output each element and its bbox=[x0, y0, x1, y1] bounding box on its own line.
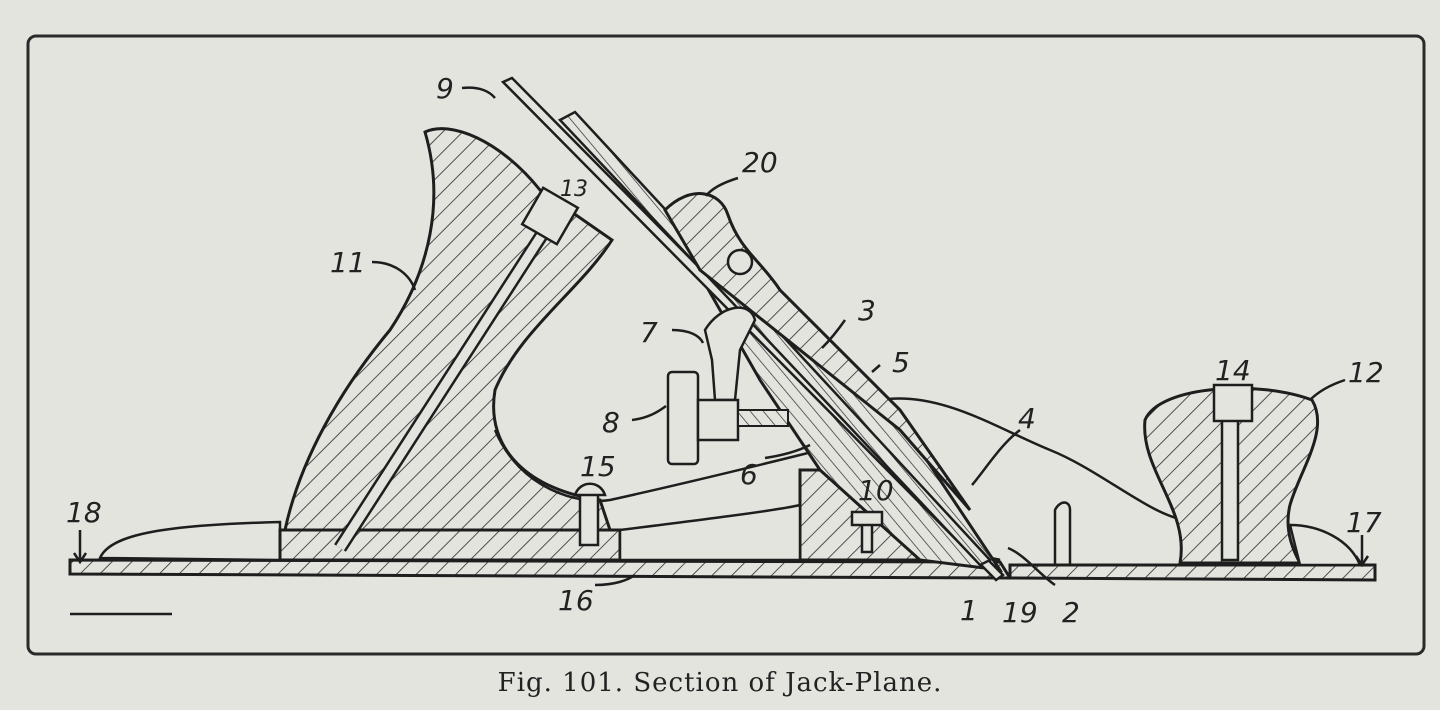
label-6: 6 bbox=[740, 458, 758, 491]
screw-10 bbox=[850, 510, 884, 554]
label-8: 8 bbox=[602, 406, 620, 439]
figure-border bbox=[26, 34, 1426, 656]
sole-upright bbox=[1053, 501, 1072, 565]
label-10: 10 bbox=[858, 474, 894, 507]
screw-15 bbox=[573, 482, 607, 547]
label-5: 5 bbox=[892, 346, 910, 379]
label-20: 20 bbox=[742, 146, 778, 179]
label-16: 16 bbox=[558, 584, 594, 617]
label-9: 9 bbox=[436, 72, 454, 105]
label-4: 4 bbox=[1018, 402, 1036, 435]
handle-nut bbox=[520, 186, 580, 246]
frame-middle bbox=[618, 503, 802, 562]
lever-cap-screw bbox=[726, 248, 754, 276]
frame-front-curve bbox=[493, 429, 821, 503]
label-1: 1 bbox=[960, 594, 978, 627]
label-13: 13 bbox=[560, 177, 588, 202]
adjusting-nut bbox=[666, 370, 700, 466]
label-15: 15 bbox=[580, 450, 616, 483]
part-labels: 9 20 13 11 3 7 5 14 12 8 4 6 15 10 18 17… bbox=[66, 72, 1384, 629]
label-12: 12 bbox=[1348, 356, 1384, 389]
label-11: 11 bbox=[330, 246, 366, 279]
frame-rear bbox=[98, 520, 282, 562]
figure-caption: Fig. 101. Section of Jack-Plane. bbox=[497, 668, 943, 698]
label-14: 14 bbox=[1215, 354, 1251, 387]
knob-nut bbox=[1212, 383, 1254, 423]
label-7: 7 bbox=[640, 316, 658, 349]
label-2: 2 bbox=[1062, 596, 1080, 629]
label-18: 18 bbox=[66, 496, 102, 529]
leader-lines bbox=[72, 86, 1370, 587]
label-17: 17 bbox=[1346, 506, 1382, 539]
plane-sole bbox=[68, 558, 1377, 582]
label-3: 3 bbox=[858, 294, 876, 327]
label-19: 19 bbox=[1002, 596, 1038, 629]
knob-bolt bbox=[1220, 418, 1240, 562]
cap-iron bbox=[557, 110, 993, 567]
